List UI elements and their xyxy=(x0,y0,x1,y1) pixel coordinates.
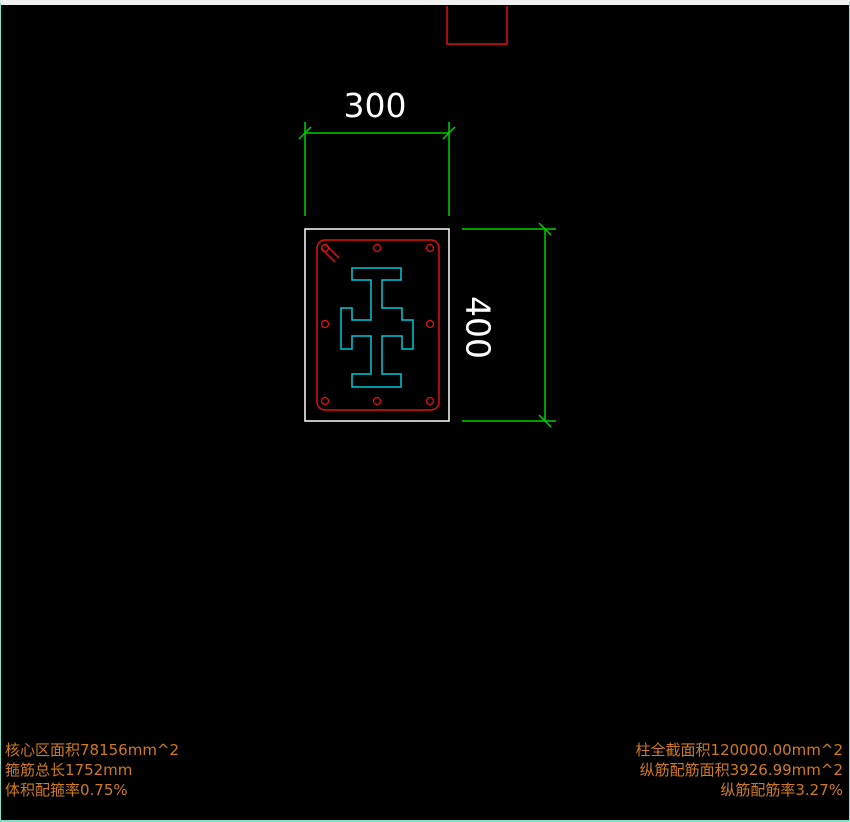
height-tick-top xyxy=(538,222,552,236)
rebar xyxy=(425,319,435,329)
stirrup xyxy=(316,239,440,411)
height-dimension xyxy=(462,222,556,428)
rebar xyxy=(425,396,435,406)
info-panel-right: 柱全截面积120000.00mm^2 纵筋配筋面积3926.99mm^2 纵筋配… xyxy=(636,740,843,800)
rebar xyxy=(372,396,382,406)
gross-section-area-text: 柱全截面积120000.00mm^2 xyxy=(635,741,843,759)
steel-cross-section xyxy=(340,267,414,388)
stirrup-hook xyxy=(320,243,340,263)
longitudinal-rebar-area-text: 纵筋配筋面积3926.99mm^2 xyxy=(639,761,843,779)
width-dimension-label: 300 xyxy=(344,86,407,125)
height-tick-bottom xyxy=(538,414,552,428)
rebar xyxy=(320,243,330,253)
height-dimension-label: 400 xyxy=(459,296,498,359)
longitudinal-rebars xyxy=(320,243,435,406)
adjacent-detail-outline xyxy=(446,6,508,45)
volumetric-stirrup-ratio-text: 体积配箍率0.75% xyxy=(5,781,128,799)
rebar xyxy=(425,243,435,253)
info-panel-left: 核心区面积78156mm^2 箍筋总长1752mm 体积配箍率0.75% xyxy=(5,740,179,800)
rebar xyxy=(372,243,382,253)
column-outline xyxy=(304,228,450,422)
width-dimension xyxy=(298,122,456,216)
core-area-text: 核心区面积78156mm^2 xyxy=(5,741,180,759)
longitudinal-rebar-ratio-text: 纵筋配筋率3.27% xyxy=(720,781,843,799)
stirrup-length-text: 箍筋总长1752mm xyxy=(5,761,133,779)
rebar xyxy=(320,396,330,406)
width-tick-right xyxy=(442,126,456,140)
rebar xyxy=(320,319,330,329)
width-tick-left xyxy=(298,126,312,140)
